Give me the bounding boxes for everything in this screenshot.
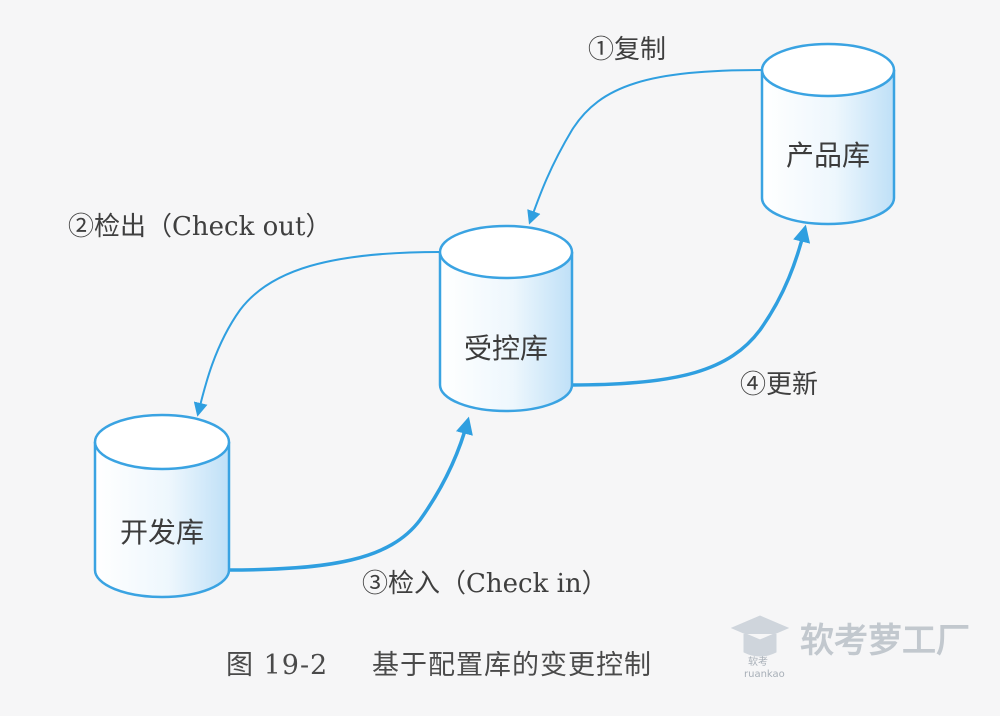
watermark-text: 软考萝工厂 [800, 621, 970, 661]
product-repository-label: 产品库 [786, 139, 870, 172]
checkin-label: ③检入（Check in） [362, 569, 608, 599]
watermark-sub: ruankao [744, 669, 785, 680]
controlled-repository-label: 受控库 [464, 332, 548, 365]
graduation-cap-icon [730, 615, 790, 657]
checkout-label: ②检出（Check out） [68, 212, 331, 242]
update-arrow [571, 224, 811, 387]
checkin-arrow [227, 416, 473, 572]
figure-number: 图 19-2 [226, 650, 328, 681]
controlled-repository: 受控库 [438, 224, 574, 413]
copy-label: ①复制 [588, 35, 666, 65]
update-label: ④更新 [740, 370, 818, 400]
copy-arrow [527, 69, 763, 225]
watermark: 软考 ruankao 软考萝工厂 [730, 615, 970, 680]
product-repository: 产品库 [760, 42, 896, 226]
checkout-arrow [193, 251, 441, 417]
development-repository-label: 开发库 [120, 516, 204, 549]
watermark-small: 软考 [748, 655, 768, 668]
development-repository: 开发库 [93, 413, 231, 599]
figure-title: 基于配置库的变更控制 [372, 650, 652, 681]
